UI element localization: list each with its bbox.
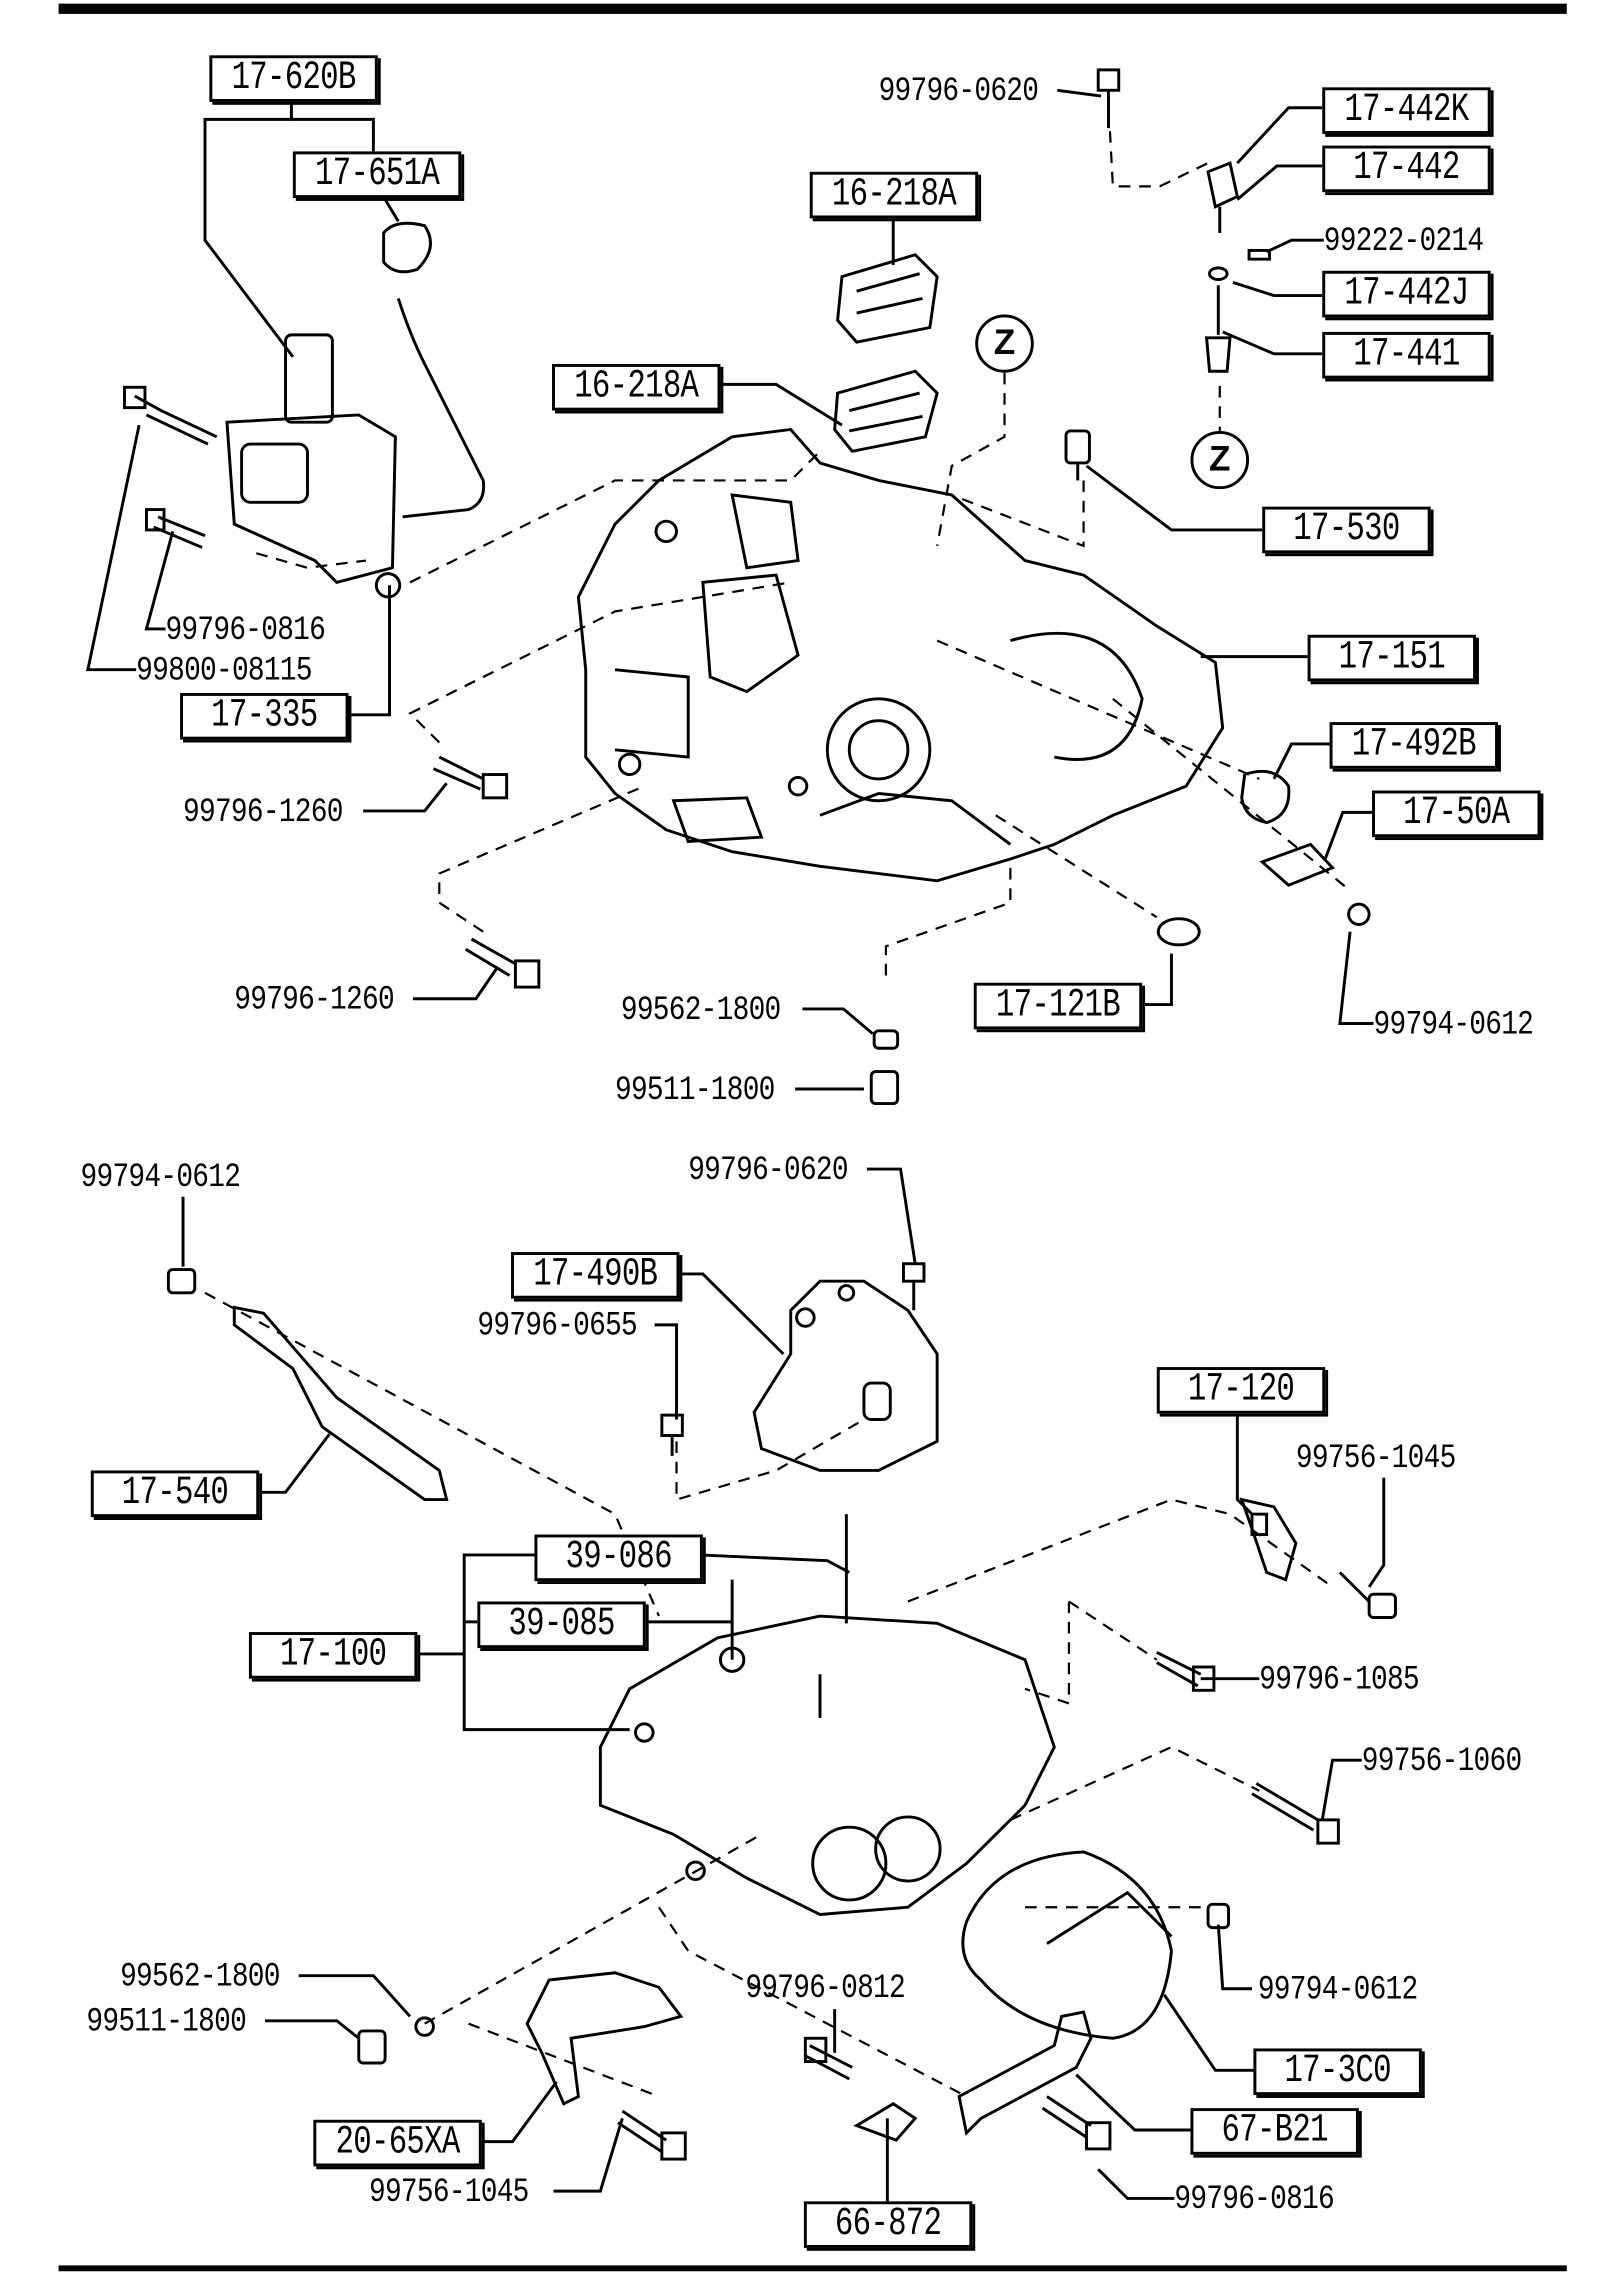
part-number-label: 99756-1045 — [1295, 1438, 1456, 1479]
part-number-callout-box: 17-540 — [90, 1470, 260, 1518]
part-number-text: 17-442J — [1344, 272, 1469, 316]
dashed-guides-upper — [255, 130, 1348, 976]
part-number-text: 17-121B — [995, 984, 1121, 1028]
bolts-left-upper — [123, 385, 541, 989]
part-number-text: 17-100 — [279, 1633, 387, 1678]
part-number-callout-box: 17-441 — [1322, 331, 1491, 379]
part-number-label: 99794-0612 — [1257, 1969, 1418, 2010]
part-number-callout-box: 17-442K — [1322, 87, 1491, 134]
clutch-seals — [833, 253, 939, 453]
part-number-callout-box: 16-218A — [809, 171, 979, 219]
part-number-label: 99796-0655 — [477, 1305, 638, 1346]
part-number-callout-box: 17-442 — [1322, 145, 1491, 193]
shift-actuator — [225, 221, 486, 599]
part-number-callout-box: 17-3C0 — [1253, 2048, 1422, 2096]
part-number-text: 17-442 — [1353, 147, 1460, 191]
part-number-text: 17-3C0 — [1284, 2049, 1391, 2094]
part-number-text: 20-65XA — [335, 2121, 461, 2165]
part-number-text: 17-530 — [1293, 508, 1400, 552]
part-number-callout-box: 17-651A — [292, 151, 462, 199]
part-number-label: 99800-08115 — [136, 650, 312, 691]
part-number-text: 17-490B — [533, 1253, 658, 1298]
part-number-text: 16-218A — [831, 173, 957, 217]
part-number-label: 99796-1260 — [183, 791, 343, 832]
part-number-text: 17-335 — [211, 694, 318, 739]
part-number-label: 99796-0620 — [688, 1149, 848, 1190]
part-number-callout-box: 66-872 — [803, 2201, 973, 2248]
part-number-label: 99562-1800 — [120, 1956, 280, 1997]
part-number-label: 99511-1800 — [615, 1069, 775, 1110]
part-number-label: 99796-0620 — [878, 70, 1039, 112]
part-number-text: 39-085 — [508, 1603, 615, 1647]
part-number-text: 17-492B — [1351, 723, 1477, 768]
part-number-callout-box: 17-50A — [1372, 790, 1541, 838]
transaxle-case-upper — [576, 427, 1225, 883]
part-number-callout-box: 17-490B — [511, 1252, 680, 1299]
part-number-callout-box: 16-218A — [552, 363, 721, 411]
part-number-callout-box: 17-335 — [180, 693, 349, 740]
part-number-label: 99796-0812 — [745, 1968, 905, 2009]
part-number-label: 99794-0612 — [80, 1157, 241, 1198]
part-number-label: 99511-1800 — [86, 2001, 247, 2042]
part-number-callout-box: 17-121B — [973, 982, 1143, 1030]
part-number-label: 99222-0214 — [1323, 220, 1484, 261]
part-number-text: 17-120 — [1187, 1368, 1295, 1413]
part-number-text: 67-B21 — [1221, 2109, 1329, 2154]
part-number-text: 16-218A — [574, 365, 699, 410]
part-number-label: 99756-1060 — [1361, 1740, 1522, 1781]
part-number-label: 99796-0816 — [165, 609, 326, 650]
part-number-label: 99796-1260 — [234, 979, 394, 1020]
reference-marker-circle: Z — [975, 314, 1034, 373]
part-number-callout-box: 39-085 — [477, 1601, 646, 1649]
lower-parts — [166, 1262, 1397, 2161]
part-number-callout-box: 39-086 — [534, 1534, 703, 1582]
part-number-callout-box: 17-442J — [1322, 270, 1491, 318]
part-number-callout-box: 20-65XA — [313, 2119, 482, 2167]
part-number-callout-box: 17-620B — [209, 55, 378, 102]
part-number-text: 17-151 — [1338, 636, 1446, 680]
part-number-text: 17-50A — [1403, 792, 1510, 836]
part-number-label: 99796-0816 — [1174, 2179, 1335, 2220]
leader-lines-lower — [181, 1167, 1386, 2202]
part-number-callout-box: 17-530 — [1262, 506, 1431, 554]
part-number-text: 17-441 — [1353, 333, 1460, 378]
part-number-text: 39-086 — [565, 1536, 672, 1580]
part-number-text: 17-442K — [1344, 88, 1469, 133]
small-parts-upper — [869, 68, 1371, 1106]
reference-marker-circle: Z — [1190, 430, 1250, 490]
part-number-callout-box: 17-492B — [1329, 722, 1498, 769]
part-number-text: 17-651A — [315, 152, 440, 197]
part-number-label: 99756-1045 — [369, 2171, 529, 2212]
leader-lines-upper — [86, 88, 1374, 1091]
part-number-text: 17-620B — [231, 56, 357, 101]
part-number-callout-box: 67-B21 — [1190, 2108, 1359, 2155]
part-number-callout-box: 17-120 — [1156, 1367, 1326, 1414]
part-number-callout-box: 17-100 — [248, 1632, 418, 1679]
part-number-label: 99796-1085 — [1259, 1659, 1419, 1700]
part-number-text: 66-872 — [834, 2202, 942, 2247]
part-number-label: 99794-0612 — [1373, 1004, 1534, 1045]
part-number-text: 17-540 — [121, 1471, 229, 1516]
part-number-label: 99562-1800 — [620, 989, 781, 1030]
part-number-callout-box: 17-151 — [1307, 634, 1477, 682]
